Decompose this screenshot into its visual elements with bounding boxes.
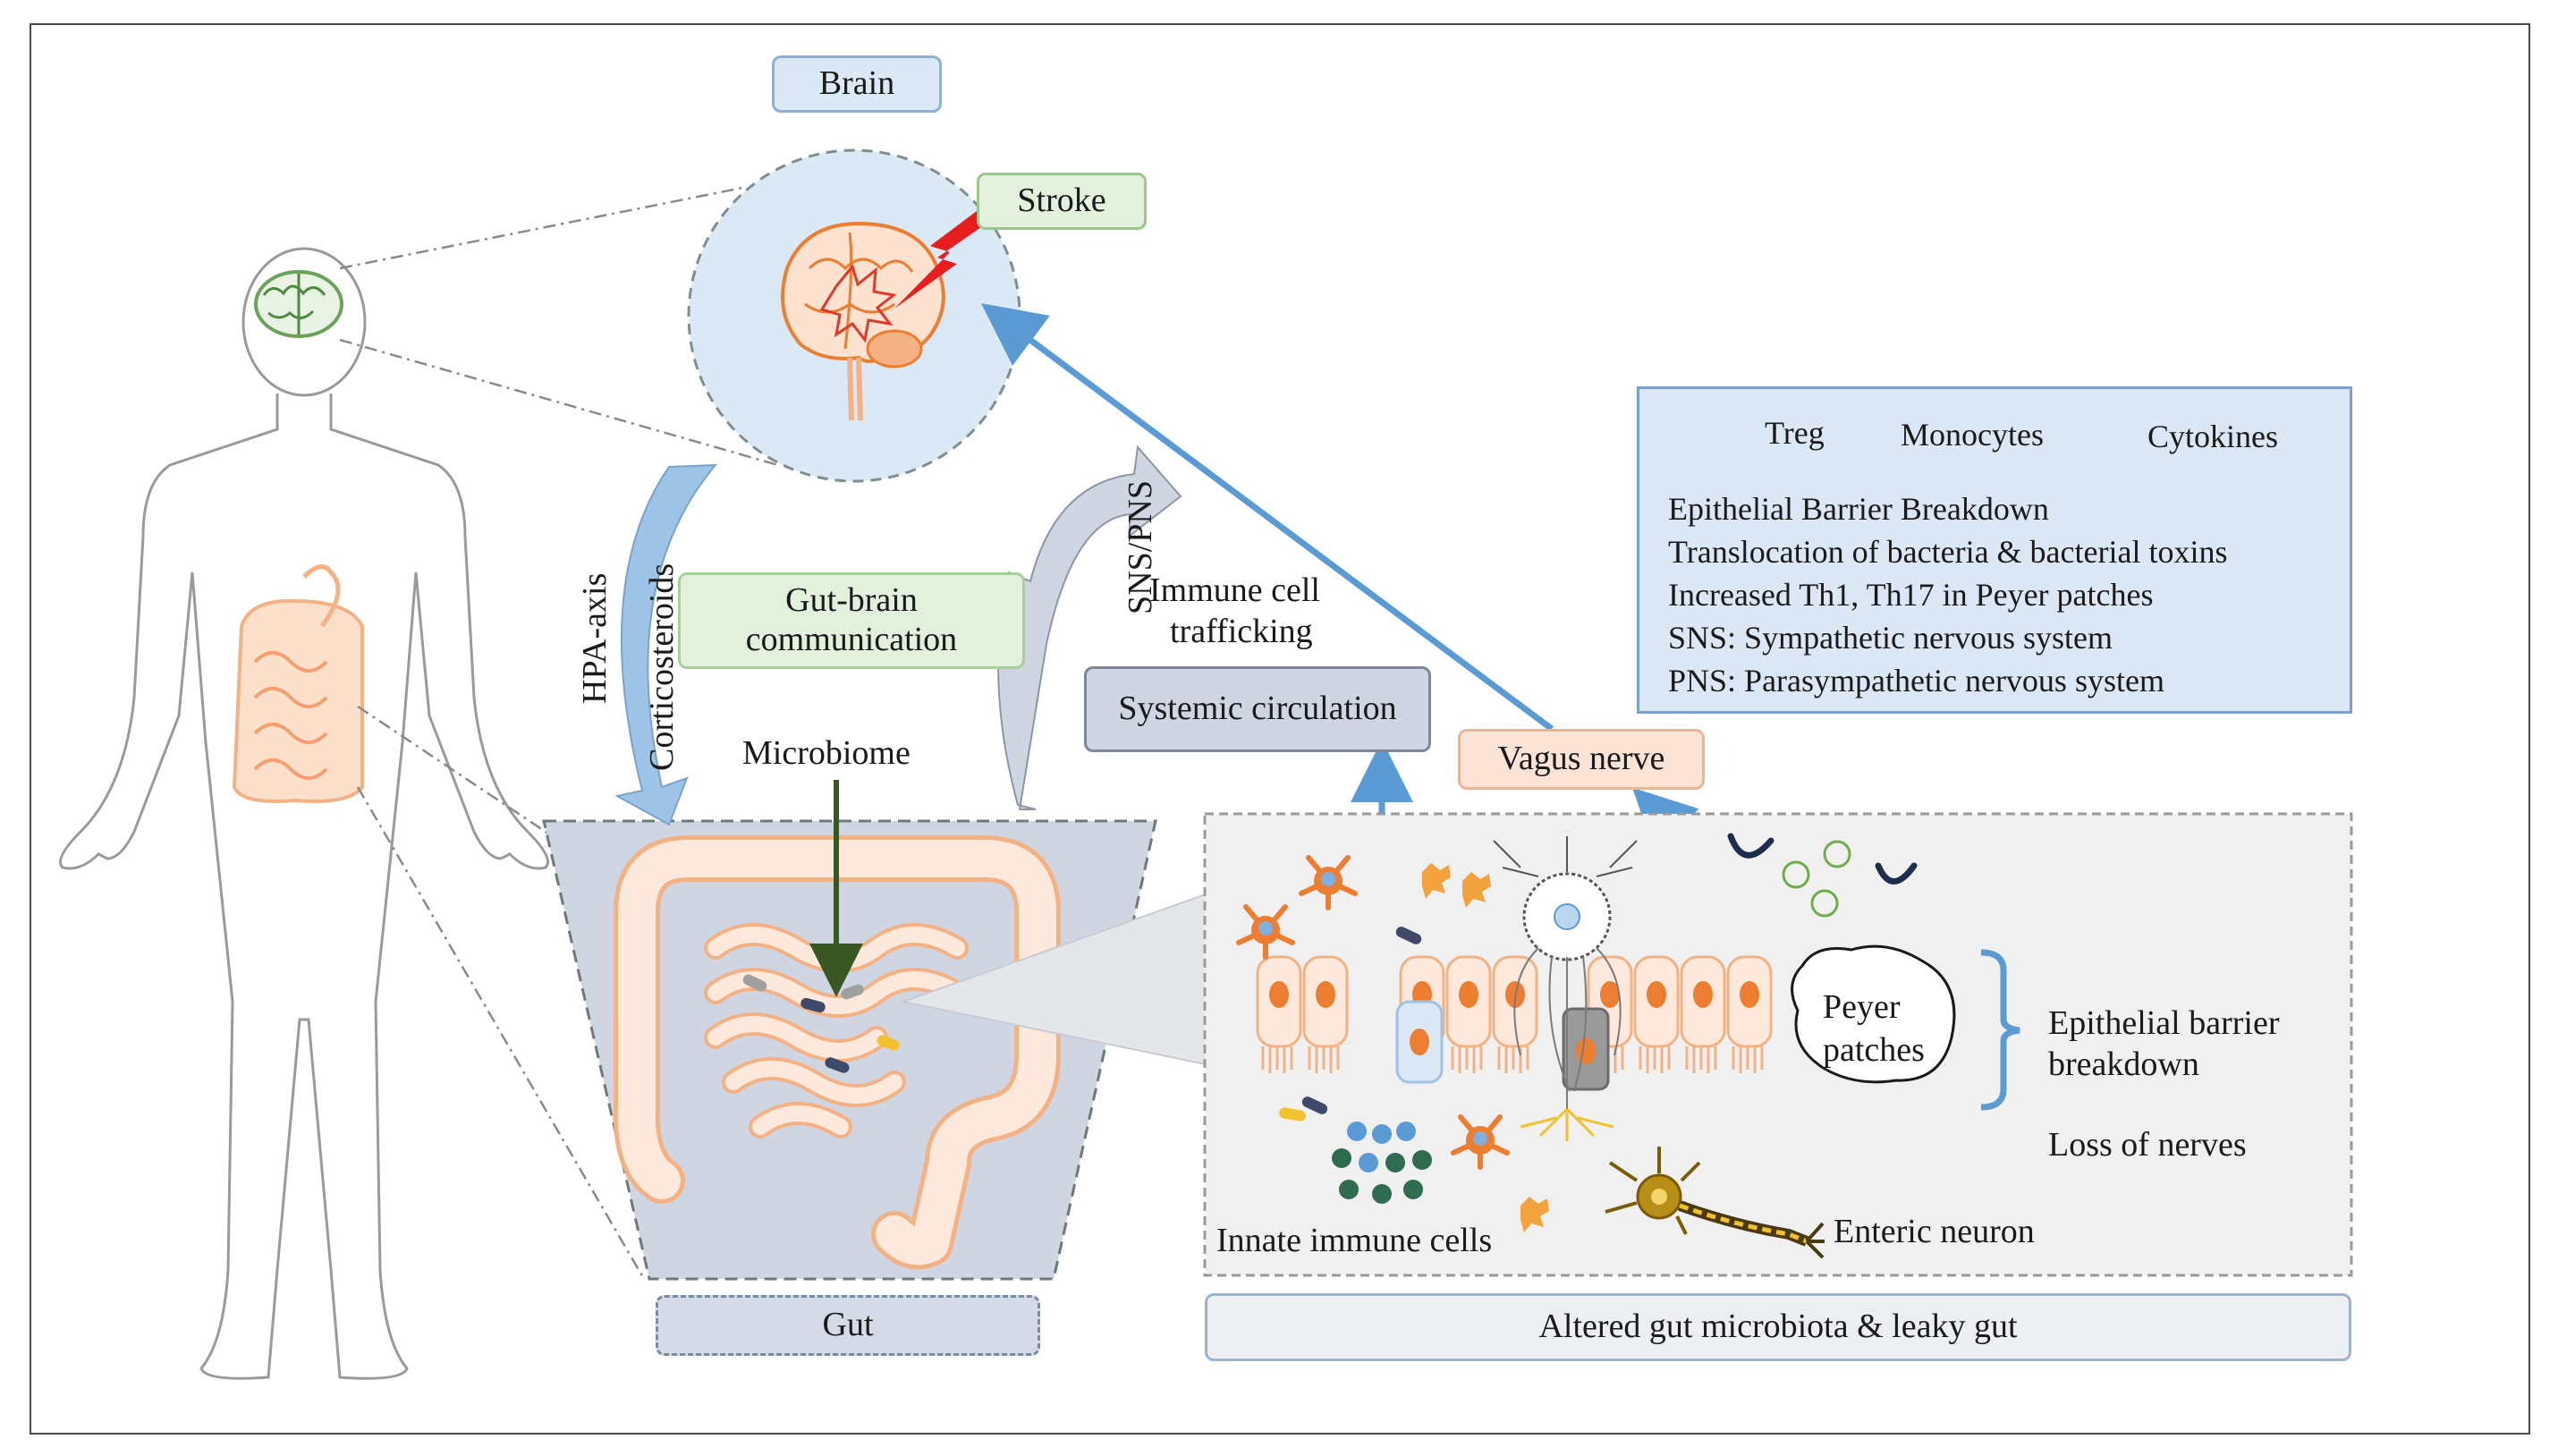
legend-line: PNS: Parasympathetic nervous system	[1668, 663, 2164, 698]
innate-immune-cells-cluster	[1332, 1122, 1432, 1204]
legend-cytokines-label: Cytokines	[2147, 419, 2279, 454]
stroke-label: Stroke	[977, 173, 1147, 230]
loss-of-nerves-label: Loss of nerves	[2048, 1126, 2247, 1164]
vagus-to-brain-arrow	[980, 303, 1554, 732]
peyer-patches-label-2: patches	[1823, 1031, 1925, 1069]
vagus-nerve-label: Vagus nerve	[1458, 729, 1705, 790]
systemic-circulation-label: Systemic circulation	[1084, 666, 1431, 752]
nerve-fibers	[1493, 836, 1638, 1109]
monocytes-gut	[1782, 840, 1851, 918]
nerve-endings-icon	[1520, 1107, 1614, 1141]
hpa-axis-arrow	[614, 463, 718, 826]
gut-brain-communication-label: Gut-brain communication	[678, 572, 1025, 669]
altered-microbiota-label: Altered gut microbiota & leaky gut	[1205, 1293, 2351, 1361]
hpa-axis-label: HPA-axis	[576, 572, 614, 704]
corticosteroids-label: Corticosteroids	[643, 563, 681, 771]
legend-line: Epithelial Barrier Breakdown	[1668, 491, 2049, 527]
legend-treg-label: Treg	[1765, 415, 1825, 451]
immune-trafficking-label-2: trafficking	[1170, 613, 1313, 650]
human-body-outline	[59, 247, 549, 1380]
legend-box: Treg Monocytes Cytokines Epithelial Barr…	[1637, 386, 2352, 714]
enteric-neuron-label: Enteric neuron	[1834, 1213, 2035, 1250]
peyer-patches-shape	[1791, 944, 1956, 1084]
small-brain-icon	[254, 270, 343, 338]
epithelial-bracket	[1980, 949, 2020, 1111]
enteric-neuron-icon	[1605, 1147, 1825, 1259]
stroke-brain-icon	[781, 221, 945, 421]
brain-label: Brain	[772, 55, 942, 113]
legend-line: SNS: Sympathetic nervous system	[1668, 620, 2113, 656]
epithelial-barrier-label-1: Epithelial barrier	[2048, 1004, 2280, 1042]
immune-trafficking-label-1: Immune cell	[1149, 571, 1320, 609]
legend-monocytes-label: Monocytes	[1901, 417, 2044, 453]
orange-cytokine-particles	[1422, 863, 1549, 1232]
legend-line: Translocation of bacteria & bacterial to…	[1668, 534, 2228, 570]
epithelial-barrier-label-2: breakdown	[2048, 1045, 2199, 1083]
gut-label: Gut	[656, 1295, 1040, 1356]
damaged-epithelial-cells	[1395, 1000, 1610, 1091]
microbiome-label: Microbiome	[742, 734, 911, 772]
lightning-bolt-icon	[894, 206, 993, 309]
panel-bacteria	[1279, 927, 1422, 1122]
legend-text-lines: Epithelial Barrier Breakdown Translocati…	[1668, 487, 2227, 702]
cytokines-gut	[1727, 833, 1918, 885]
legend-line: Increased Th1, Th17 in Peyer patches	[1668, 577, 2154, 613]
innate-immune-cells-label: Innate immune cells	[1216, 1222, 1493, 1259]
gut-brain-return-arrow	[997, 444, 1182, 810]
small-intestine-icon	[232, 564, 364, 803]
peyer-patches-label-1: Peyer	[1823, 988, 1901, 1026]
